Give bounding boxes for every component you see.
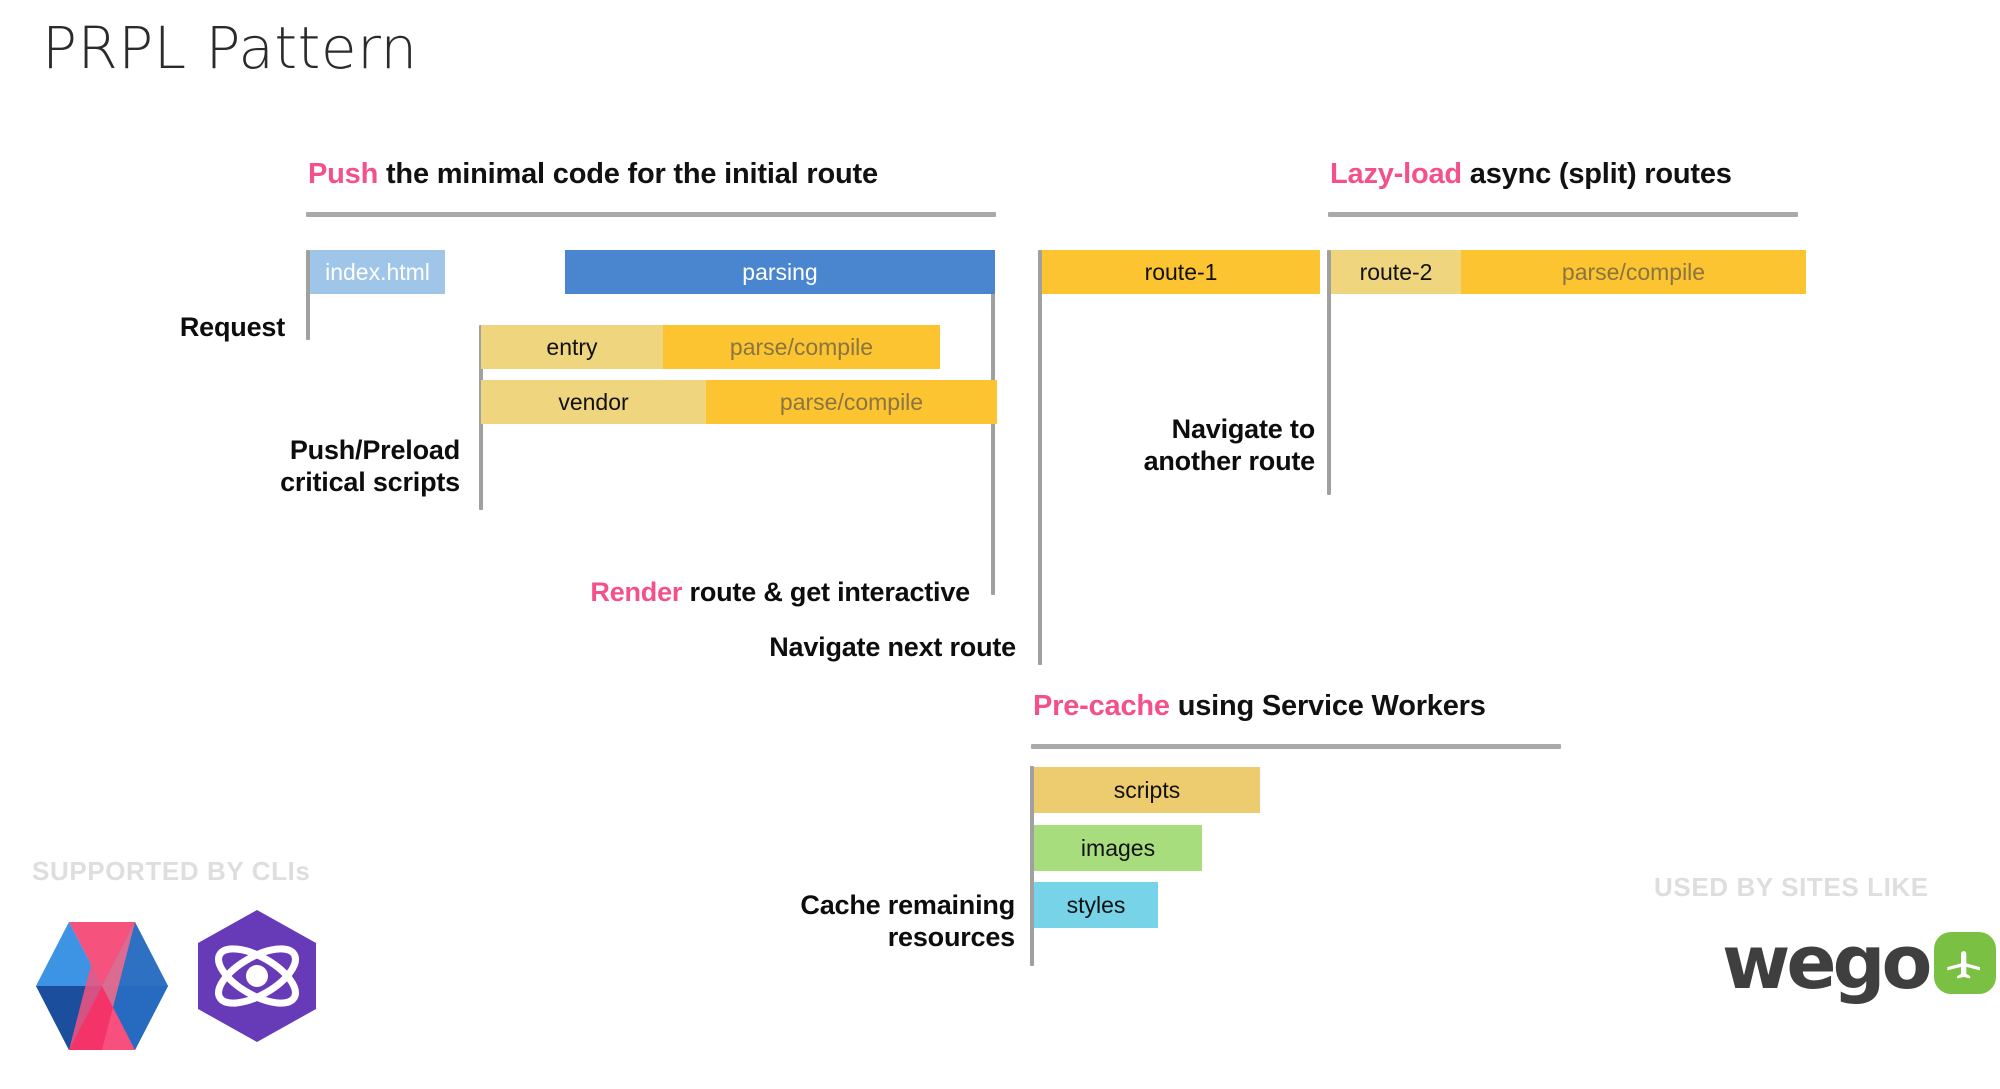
push-keyword: Push [308,158,379,190]
push-heading-rest: the minimal code for the initial route [378,158,878,190]
precache-section-heading: Pre-cache using Service Workers [1033,690,1486,723]
row-label-push-preload: Push/Preload critical scripts [280,435,460,497]
render-rest: route & get interactive [682,576,971,607]
used-by-caption: USED BY SITES LIKE [1654,872,1929,902]
bar-scripts: scripts [1034,767,1260,813]
push-section-heading: Push the minimal code for the initial ro… [308,158,878,191]
request-guide-line [306,250,310,340]
precache-keyword: Pre-cache [1033,690,1170,722]
polymer-logo [36,922,168,1055]
preact-logo-icon [198,910,316,1042]
lazyload-keyword: Lazy-load [1330,158,1462,190]
segment-images: images [1034,825,1202,871]
render-keyword: Render [590,576,683,607]
bar-route-2: route-2 parse/compile [1331,250,1806,294]
bar-images: images [1034,825,1202,871]
precache-section-rule [1031,744,1561,749]
wego-logo: wego [1722,920,1997,1006]
row-label-navigate-another: Navigate to another route [1143,414,1316,476]
navigate-another-guide-line [1327,250,1331,495]
wego-badge [1934,932,1997,995]
bar-styles: styles [1034,882,1158,928]
segment-route-2: route-2 [1331,250,1461,294]
row-label-render: Render route & get interactive [200,545,970,609]
lazyload-section-heading: Lazy-load async (split) routes [1330,158,1732,191]
segment-index-html: index.html [310,250,445,294]
bar-vendor: vendor parse/compile [481,380,997,424]
lazyload-heading-rest: async (split) routes [1461,158,1732,190]
bar-parsing: parsing [565,250,995,294]
navigate-next-guide-line [1038,250,1042,665]
segment-entry: entry [481,325,663,369]
segment-vendor: vendor [481,380,706,424]
supported-by-caption: SUPPORTED BY CLIs [32,856,311,886]
push-section-rule [306,212,996,217]
airplane-icon [1947,951,1981,979]
segment-vendor-parse-compile: parse/compile [706,380,997,424]
segment-styles: styles [1034,882,1158,928]
segment-route-2-parse-compile: parse/compile [1461,250,1806,294]
preact-logo [198,910,316,1047]
polymer-logo-icon [36,922,168,1050]
segment-route-1: route-1 [1042,250,1320,294]
segment-scripts: scripts [1034,767,1260,813]
precache-heading-rest: using Service Workers [1169,690,1486,722]
segment-entry-parse-compile: parse/compile [663,325,940,369]
row-label-navigate-next: Navigate next route [769,632,1016,662]
cache-remaining-guide-line [1030,766,1034,966]
row-label-request: Request [179,312,285,342]
wego-wordmark: wego [1722,920,1932,1006]
row-label-cache-remaining: Cache remaining resources [800,890,1015,952]
bar-index-html: index.html [310,250,445,294]
page-title: PRPL Pattern [42,14,418,82]
segment-parsing: parsing [565,250,995,294]
lazyload-section-rule [1328,212,1798,217]
bar-entry: entry parse/compile [481,325,940,369]
bar-route-1: route-1 [1042,250,1320,294]
